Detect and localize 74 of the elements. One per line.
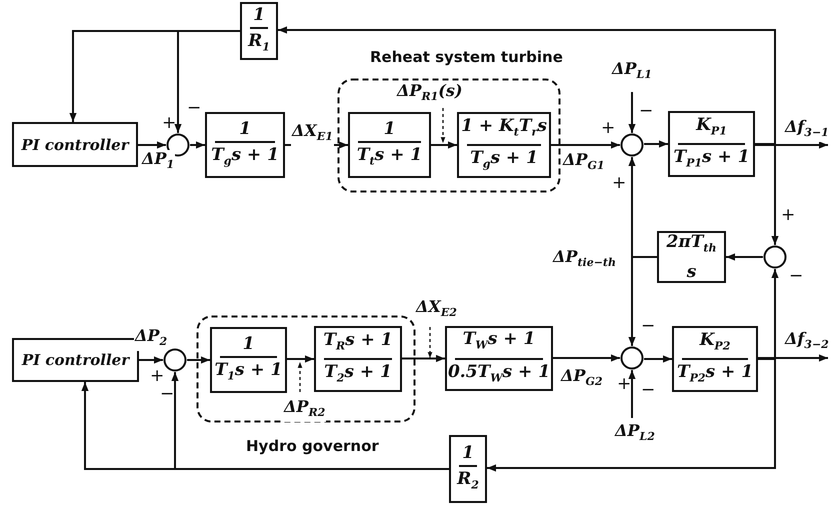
numerator-text: 1	[239, 118, 251, 140]
sign-label: −	[789, 268, 804, 285]
numerator-text: T$_{W}$s + 1	[462, 328, 536, 354]
numerator-text: 1	[242, 332, 254, 355]
sign-label: +	[617, 376, 632, 393]
denominator-text: T$_{P2}$s + 1	[676, 361, 754, 386]
sign-label: −	[641, 318, 656, 335]
numerator-text: 1 + K$_{t}$T$_{r}$s	[461, 114, 547, 140]
signal-label: ΔP$_{R1}$(s)	[396, 82, 464, 106]
numerator-text: K$_{P2}$	[700, 328, 730, 354]
transfer-function-block	[449, 435, 487, 503]
denominator-text: T$_{2}$s + 1	[324, 361, 392, 386]
signal-arrow	[487, 358, 776, 472]
numerator-text: 2πT$_{th}$	[666, 230, 716, 256]
sign-label: +	[601, 120, 616, 137]
signal-arrow	[628, 256, 657, 346]
numerator-text: T$_{R}$s + 1	[323, 328, 393, 354]
transfer-function-block	[210, 327, 287, 393]
transfer-function-block	[445, 326, 553, 391]
signal-arrow	[138, 141, 166, 149]
transfer-function-block	[672, 326, 758, 392]
signal-arrow	[278, 26, 776, 145]
signal-arrow	[287, 355, 314, 363]
signal-arrow	[402, 354, 445, 362]
denominator-text: s	[686, 261, 696, 284]
signal-arrow	[758, 354, 828, 362]
sign-label: −	[639, 103, 654, 120]
signal-arrow	[431, 141, 457, 149]
numerator-text: 1	[384, 118, 396, 140]
controller-block: PI controller	[12, 122, 138, 167]
sign-label: +	[150, 368, 164, 385]
denominator-text: T$_{t}$s + 1	[356, 144, 422, 170]
sign-label: −	[187, 100, 202, 117]
denominator-text: 0.5T$_{W}$s + 1	[448, 360, 550, 386]
signal-arrow	[726, 253, 763, 261]
signal-arrow	[755, 141, 828, 149]
signal-label: ΔP$_{2}$	[134, 327, 168, 352]
transfer-function-block	[657, 231, 726, 283]
transfer-function-block	[240, 2, 278, 60]
signal-arrow	[628, 370, 636, 418]
transfer-function-block	[348, 112, 431, 178]
signal-arrow	[174, 30, 240, 133]
sign-label: −	[160, 386, 174, 403]
numerator-text: 1	[253, 4, 265, 26]
denominator-text: R$_{1}$	[248, 30, 270, 55]
numerator-text: K$_{P1}$	[696, 114, 727, 139]
signal-arrow	[551, 141, 620, 149]
transfer-function-block	[205, 112, 285, 178]
denominator-text: T$_{g}$s + 1	[211, 144, 279, 170]
sign-label: +	[612, 175, 626, 192]
signal-label: ΔP$_{R2}$	[283, 398, 326, 422]
signal-label: ΔX$_{E1}$	[291, 122, 334, 146]
sign-label: +	[162, 115, 176, 132]
denominator-text: T$_{g}$s + 1	[470, 147, 538, 172]
signal-arrow	[628, 92, 636, 133]
sign-label: −	[641, 382, 656, 399]
signal-arrow	[187, 356, 210, 364]
denominator-text: T$_{P1}$s + 1	[673, 146, 750, 172]
signal-arrow	[553, 354, 620, 362]
sign-label: +	[781, 207, 796, 224]
group-title: Reheat system turbine	[370, 48, 563, 66]
transfer-function-block	[668, 111, 755, 177]
numerator-text: 1	[462, 442, 474, 464]
signal-arrow	[171, 372, 449, 470]
denominator-text: R$_{2}$	[457, 468, 479, 494]
signal-arrow	[644, 355, 672, 363]
transfer-function-block	[457, 112, 551, 178]
transfer-function-block	[314, 326, 402, 392]
signal-arrow	[644, 140, 668, 148]
group-title: Hydro governor	[246, 437, 379, 455]
signal-label: Δf$_{3−1}$	[784, 118, 830, 142]
signal-arrow	[190, 141, 205, 149]
signal-arrow	[139, 356, 163, 364]
denominator-text: T$_{1}$s + 1	[214, 358, 282, 384]
